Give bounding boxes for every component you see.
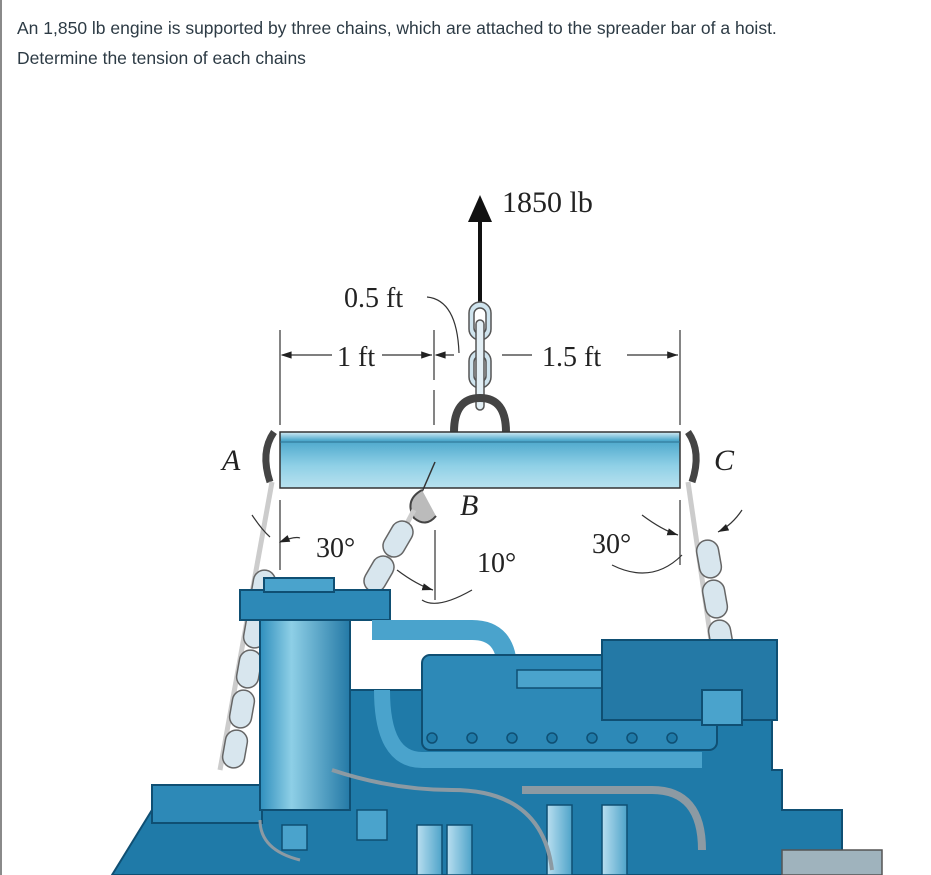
question-line-1: An 1,850 lb engine is supported by three… [17,18,777,38]
angle-a-label: 30° [316,533,355,564]
point-b-label: B [460,489,478,522]
hook-a-icon [262,429,277,484]
hook-b-icon [409,461,437,524]
dimension-0-5-ft: 0.5 ft [344,283,403,314]
dimension-lines [279,296,681,425]
dimension-1-5-ft: 1.5 ft [542,342,601,373]
angle-b-label: 10° [477,548,516,579]
dimension-1-ft: 1 ft [337,342,375,373]
top-chain-icon [450,301,510,433]
force-label: 1850 lb [502,186,593,219]
chain-b-icon [363,508,417,593]
engine-illustration [110,577,883,875]
point-c-label: C [714,444,735,477]
point-a-label: A [220,444,241,477]
angle-c-label: 30° [592,529,631,560]
question-text: An 1,850 lb engine is supported by three… [17,13,917,73]
force-arrow-icon [468,195,492,310]
hoist-engine-figure: 1850 lb [2,170,931,875]
angle-annotations [251,500,743,604]
question-line-2: Determine the tension of each chains [17,48,306,68]
spreader-bar [279,431,681,489]
hook-c-icon [685,429,700,484]
